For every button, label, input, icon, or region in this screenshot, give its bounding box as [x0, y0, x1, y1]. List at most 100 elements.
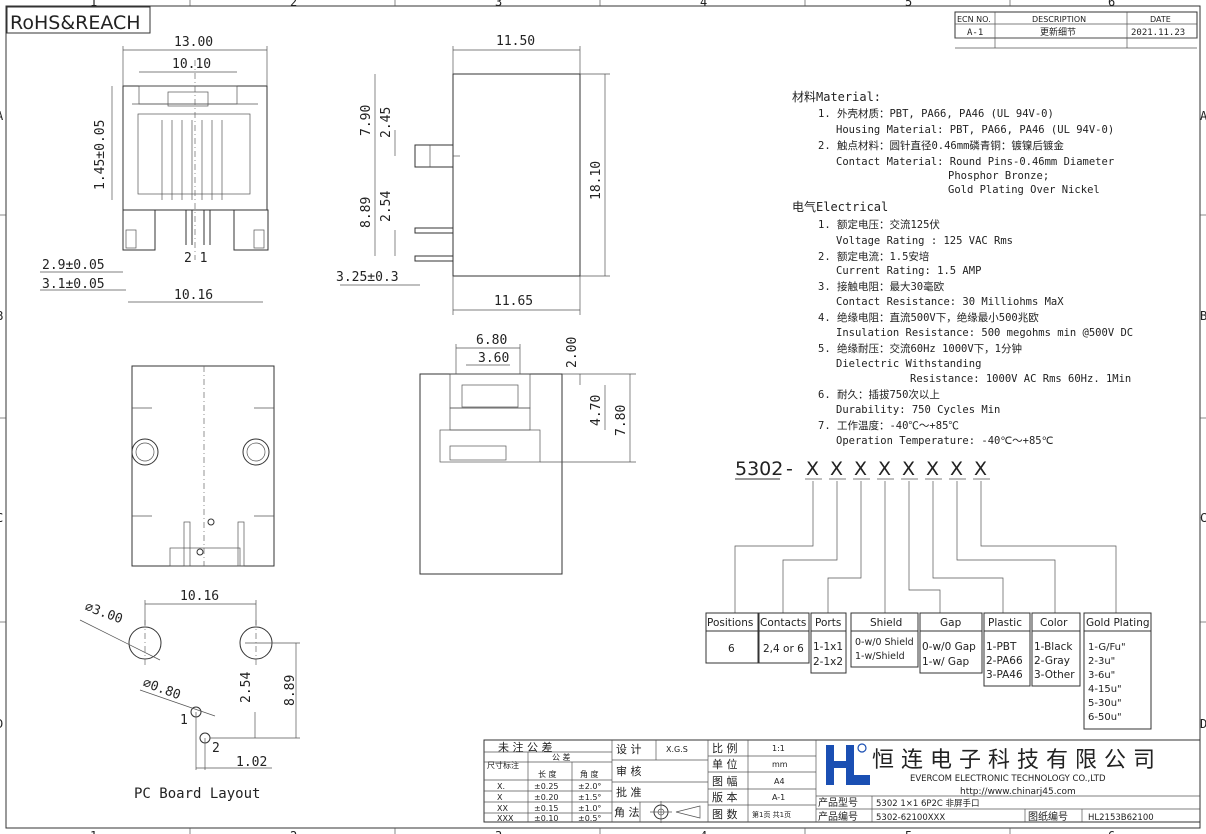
option-color-value-1: 1-Black: [1034, 641, 1073, 653]
spec-line: 1. 外壳材质：PBT, PA66, PA46 (UL 94V-0): [818, 107, 1054, 120]
part-code: 5302 - X X X X X X X X: [735, 458, 987, 480]
dim-pcb-254: 2.54: [239, 672, 254, 703]
sheet-border: [5, 5, 1201, 829]
rev-date: 2021.11.23: [1131, 28, 1185, 38]
zone-col-3: 3: [495, 0, 502, 9]
dim-pcb-1016: 10.16: [180, 589, 219, 604]
tb-size-value: A4: [774, 777, 785, 786]
zone-col-3-bottom: 3: [495, 829, 502, 834]
tb-unit-value: mm: [772, 760, 788, 769]
tb-product-number-label: 产品编号: [818, 810, 858, 823]
dim-front-1016: 10.16: [174, 288, 213, 303]
tb-tol-row4-ang: ±0.5°: [578, 814, 601, 823]
dim-front-width: 13.00: [174, 35, 213, 50]
option-contacts-header: Contacts: [760, 617, 806, 629]
option-color-value-3: 3-Other: [1034, 669, 1075, 681]
spec-line: Gold Plating Over Nickel: [948, 184, 1100, 196]
dim-side-1150: 11.50: [496, 34, 535, 49]
tb-tol-row1-len: ±0.25: [534, 782, 559, 791]
zone-col-1-bottom: 1: [90, 829, 97, 834]
part-code-slot-7: X: [950, 458, 963, 480]
dim-face-200: 2.00: [565, 337, 580, 368]
option-plating-value-5: 5-30u": [1088, 698, 1122, 709]
spec-line: 7. 工作温度：-40℃～+85℃: [818, 419, 959, 432]
dim-side-245: 2.45: [379, 107, 394, 138]
part-code-slot-2: X: [830, 458, 843, 480]
rev-header-desc: DESCRIPTION: [1032, 15, 1086, 24]
spec-line: 5. 绝缘耐压：交流60Hz 1000V下，1分钟: [818, 342, 1022, 355]
option-ports-value-1: 1-1x1: [813, 641, 843, 653]
dim-face-360: 3.60: [478, 351, 509, 366]
spec-line: Durability: 750 Cycles Min: [836, 404, 1000, 416]
dim-side-790: 7.90: [359, 105, 374, 136]
tb-tolerance-header: 未 注 公 差: [498, 740, 553, 754]
option-positions-header: Positions: [707, 617, 753, 629]
tb-tol-row3-len: ±0.15: [534, 804, 559, 813]
tb-review-label: 审 核: [616, 764, 642, 778]
tb-drawing-number-value: HL2153B62100: [1088, 813, 1154, 823]
part-code-slot-6: X: [926, 458, 939, 480]
tb-tol-row2-ang: ±1.5°: [578, 793, 601, 802]
option-color-header: Color: [1040, 617, 1068, 629]
dim-pcb-889: 8.89: [283, 675, 298, 706]
tb-tolerance-sub2: 公 差: [552, 752, 571, 762]
tb-tol-row2-class: X: [497, 793, 503, 802]
tb-unit-label: 单 位: [712, 757, 738, 771]
spec-line: Current Rating: 1.5 AMP: [836, 265, 981, 277]
rev-header-date: DATE: [1150, 15, 1171, 24]
tb-drawing-number-label: 图纸编号: [1028, 810, 1068, 823]
rev-header-ecn: ECN NO.: [957, 15, 991, 24]
dim-side-325: 3.25±0.3: [336, 270, 399, 285]
zone-col-4: 4: [700, 0, 707, 9]
part-code-dash: -: [786, 458, 793, 480]
tb-tolerance-length: 长 度: [538, 769, 557, 779]
tb-version-value: A-1: [772, 793, 785, 802]
tb-version-label: 版 本: [712, 790, 738, 804]
zone-row-a-right: A: [1200, 109, 1206, 123]
spec-line: Resistance: 1000V AC Rms 60Hz. 1Min: [910, 373, 1131, 385]
zone-col-1: 1: [90, 0, 97, 9]
option-plating-value-6: 6-50u": [1088, 712, 1122, 723]
option-plastic-value-1: 1-PBT: [986, 641, 1017, 653]
dim-front-31: 3.1±0.05: [42, 277, 105, 292]
tb-tol-row4-len: ±0.10: [534, 814, 559, 823]
tb-scale-value: 1:1: [772, 744, 785, 753]
bottom-view: [131, 365, 275, 567]
zone-col-2: 2: [290, 0, 297, 9]
spec-line: Operation Temperature: -40℃～+85℃: [836, 435, 1054, 447]
option-shield-header: Shield: [870, 617, 902, 629]
pcb-pin-1: 1: [180, 713, 188, 728]
company-logo: [826, 743, 870, 785]
tb-product-model-label: 产品型号: [818, 796, 858, 809]
tb-company-cn: 恒 连 电 子 科 技 有 限 公 司: [872, 748, 1155, 773]
option-ports-value-2: 2-1x2: [813, 656, 843, 668]
face-view: [419, 344, 636, 575]
part-code-slot-3: X: [854, 458, 867, 480]
option-gap-value-2: 1-w/ Gap: [922, 656, 970, 668]
tb-tol-row3-class: XX: [497, 804, 508, 813]
tb-tol-row1-class: X.: [497, 782, 505, 791]
spec-material-heading: 材料Material:: [792, 90, 881, 104]
part-code-slot-4: X: [878, 458, 891, 480]
part-code-slot-1: X: [806, 458, 819, 480]
rev-ecn: A-1: [967, 28, 983, 38]
zone-row-a: A: [0, 109, 4, 123]
zone-col-4-bottom: 4: [700, 829, 707, 834]
zone-row-c-right: C: [1200, 511, 1206, 525]
tb-scale-label: 比 例: [712, 741, 738, 755]
tb-sheets-label: 图 数: [712, 808, 738, 821]
part-code-prefix: 5302: [735, 458, 783, 480]
tb-product-model-value: 5302 1×1 6P2C 非屏手口: [876, 798, 980, 809]
dim-pcb-102: 1.02: [236, 755, 267, 770]
part-code-slot-8: X: [974, 458, 987, 480]
option-plastic-value-3: 3-PA46: [986, 669, 1023, 681]
spec-line: 3. 接触电阻：最大30毫欧: [818, 280, 945, 293]
pcb-pin-2: 2: [212, 741, 220, 756]
zone-row-b: B: [0, 309, 3, 323]
rohs-badge-frame: [6, 6, 151, 34]
tb-tolerance-sub1: 尺寸标注: [487, 760, 519, 770]
pcb-title: PC Board Layout: [134, 786, 260, 802]
dim-pcb-080: ⌀0.80: [141, 676, 183, 703]
option-plastic-value-2: 2-PA66: [986, 655, 1023, 667]
